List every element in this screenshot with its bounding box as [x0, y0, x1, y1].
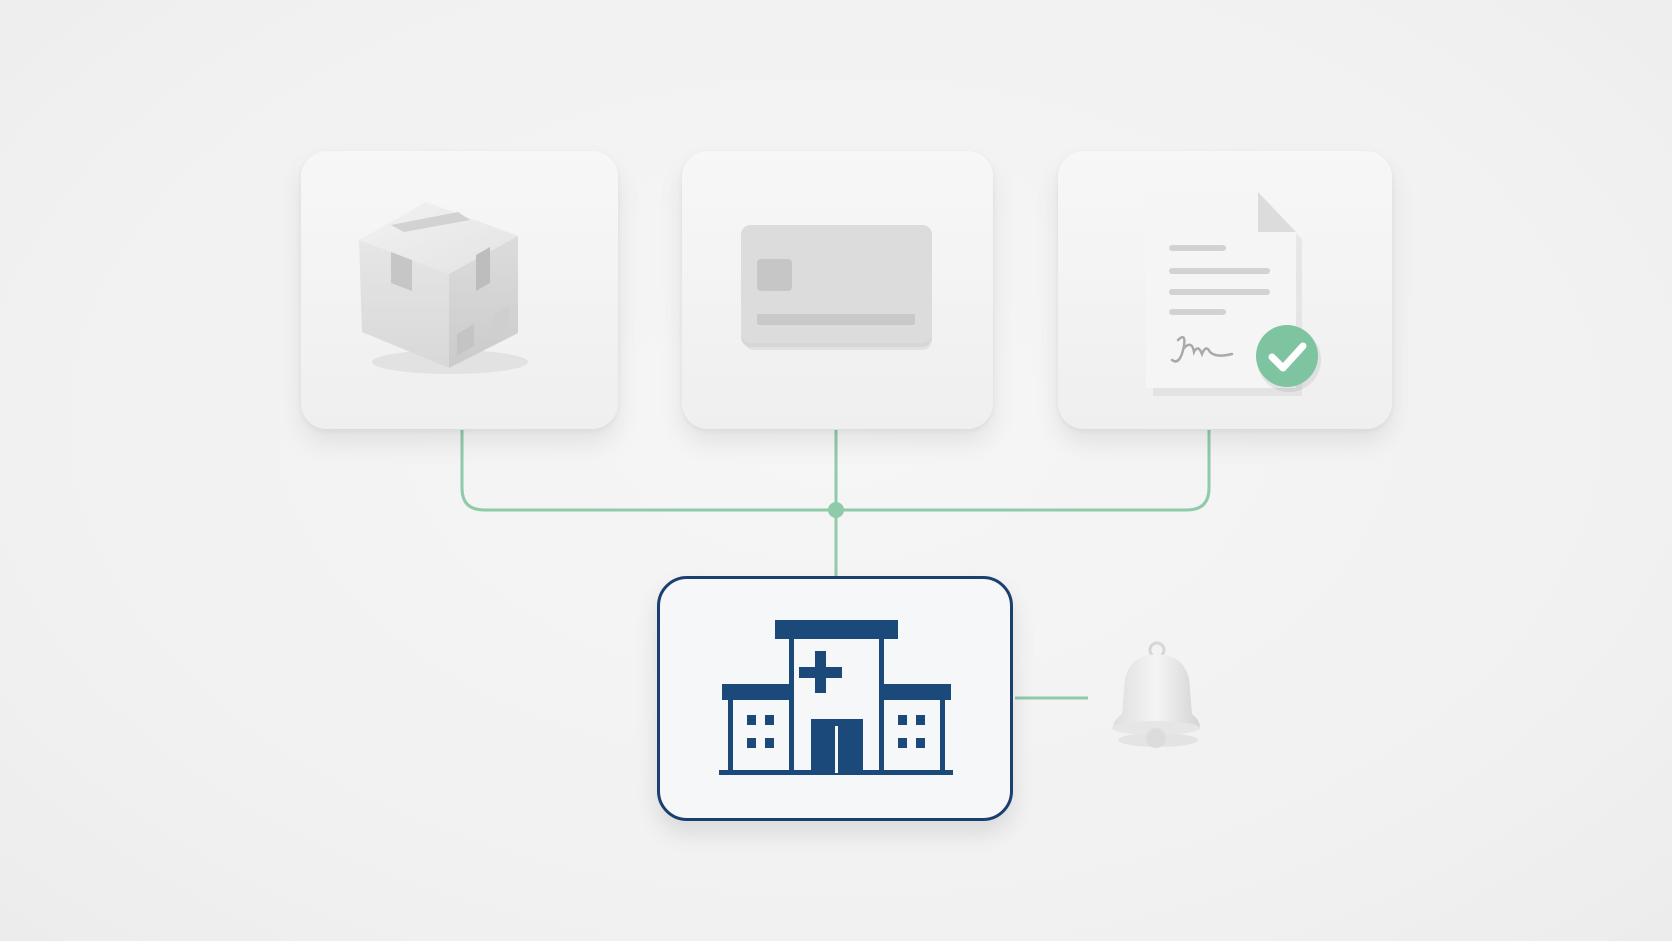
connector-document-to-hub	[836, 430, 1211, 512]
check-icon	[1268, 342, 1307, 372]
check-badge	[1256, 325, 1318, 387]
hospital-hub-card	[657, 576, 1013, 821]
connector-junction-dot	[828, 502, 844, 518]
signature-scribble	[1170, 335, 1234, 363]
connector-package-to-hub	[460, 430, 836, 512]
